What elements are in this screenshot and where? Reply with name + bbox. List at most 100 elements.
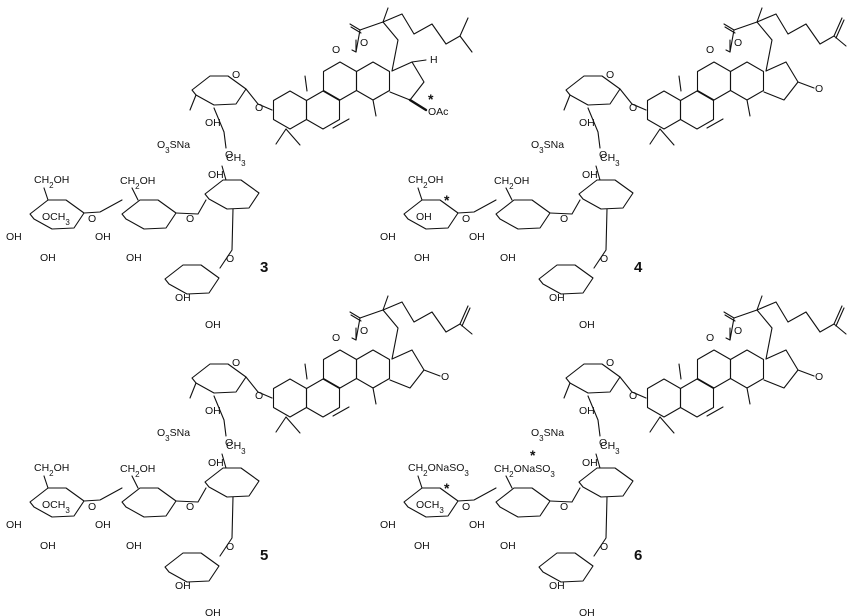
gem-dimethyl (275, 416, 301, 434)
branch-oh-1: OH (549, 580, 565, 592)
carbonyl-bond (723, 311, 735, 319)
lactone-link (725, 337, 731, 341)
methyl-c14 (372, 387, 377, 405)
branch-oh-1: OH (175, 580, 191, 592)
branch-oh-2: OH (579, 319, 595, 331)
glucose-ch2oh-bond (131, 475, 139, 489)
ketone-bond (423, 369, 441, 377)
branch-oh-1: OH (549, 292, 565, 304)
qui-branch-link (219, 208, 234, 269)
glucose-oh-2: OH (469, 231, 485, 243)
terminal-ch2oh: CH2OH (408, 174, 443, 190)
methyl-c10 (304, 363, 308, 380)
quinovose-oh: OH (208, 457, 224, 469)
term-glc-o: O (88, 501, 96, 513)
quinovose-ch3-bond (221, 453, 227, 469)
quinovose-ring (204, 467, 260, 498)
sulfate-label: O3SNa (531, 427, 564, 443)
side-chain (756, 301, 843, 333)
sulfate-bond (189, 94, 197, 111)
ring-d (729, 349, 765, 389)
xylose-ring (191, 75, 247, 106)
term-glc-link (457, 487, 497, 502)
lactone-ring-o: O (360, 325, 368, 337)
asterisk-mark: * (444, 480, 450, 496)
quinovose-ch3: CH3 (600, 440, 620, 456)
xylose-ring (565, 75, 621, 106)
sulfate-bond (563, 382, 571, 399)
ring-e (389, 61, 425, 101)
lactone-ring-o: O (360, 37, 368, 49)
glucose-ring (121, 199, 177, 230)
ring-e (763, 61, 799, 101)
terminal-och3: OCH3 (416, 499, 444, 515)
side-methyl (382, 7, 389, 23)
glucose-oh-1: OH (500, 252, 516, 264)
xylose-ring-o: O (606, 69, 614, 81)
xyl-qui-o: O (225, 437, 233, 449)
glc-qui-o: O (560, 501, 568, 513)
ring-a (646, 378, 682, 418)
term-glc-link (83, 199, 123, 214)
qui-branch-o: O (600, 541, 608, 553)
xylose-oh: OH (579, 405, 595, 417)
terminal-ch2oh-bond (417, 475, 423, 489)
aglycone-link (619, 376, 647, 399)
glucose-oh-2: OH (95, 519, 111, 531)
terminal-sugar-ring (403, 199, 459, 230)
glc-qui-link (549, 487, 581, 503)
quinovose-oh: OH (208, 169, 224, 181)
side-chain (382, 301, 469, 333)
glucose-ch2oh: CH2ONaSO3 (494, 463, 555, 479)
terminal-ch2oh-bond (43, 475, 49, 489)
gem-dimethyl (275, 128, 301, 146)
glucose-ch2oh-bond (131, 187, 139, 201)
glucose-ch2oh: CH2OH (494, 175, 529, 191)
terminal-sugar-ring (29, 487, 85, 518)
branch-xylose-ring (164, 552, 220, 583)
side-chain-methyl (833, 323, 847, 335)
asterisk-mark: * (444, 192, 450, 208)
carbonyl-bond (723, 23, 735, 31)
terminal-oh-2: OH (414, 540, 430, 552)
methyl-c10 (678, 75, 682, 92)
terminal-oh-1: OH (380, 231, 396, 243)
carbonyl-bond-2 (724, 314, 736, 322)
qui-branch-link (219, 496, 234, 557)
compound-5: OOOOOHO3SNaOCH3OCH2OHOHOHOCH2OHOCH3OHOHO… (6, 295, 473, 616)
qui-branch-link (593, 208, 608, 269)
term-glc-o: O (462, 501, 470, 513)
lactone-carbonyl-o: O (332, 44, 340, 56)
glucose-oh-2: OH (469, 519, 485, 531)
aglycone-link-o: O (629, 390, 637, 402)
aglycone-link (245, 376, 273, 399)
terminal-ch2oh: CH2OH (34, 462, 69, 478)
compound-number: 4 (634, 259, 643, 276)
glucose-oh-2: OH (95, 231, 111, 243)
sulfate-bond (189, 382, 197, 399)
glucose-ring (495, 199, 551, 230)
side-methyl (756, 7, 763, 23)
ring-b (305, 90, 341, 130)
carbonyl-bond-2 (350, 314, 362, 322)
lactone-link (351, 49, 357, 53)
double-bond (332, 406, 350, 417)
aglycone-link-o: O (255, 102, 263, 114)
terminal-oh-2: OH (414, 252, 430, 264)
quinovose-ch3: CH3 (600, 152, 620, 168)
xylose-ring-o: O (606, 357, 614, 369)
lactone-link (351, 337, 357, 341)
xyl-qui-link (213, 107, 227, 149)
aglycone-link-o: O (255, 390, 263, 402)
h-bond (411, 59, 427, 63)
ketone-bond (797, 369, 815, 377)
term-glc-link (457, 199, 497, 214)
xyl-qui-o: O (599, 437, 607, 449)
terminal-sugar-ring (403, 487, 459, 518)
ring-a (272, 378, 308, 418)
branch-xylose-ring (164, 264, 220, 295)
terminal-och3: OCH3 (42, 211, 70, 227)
side-chain-methyl (459, 323, 473, 335)
ring-d (729, 61, 765, 101)
